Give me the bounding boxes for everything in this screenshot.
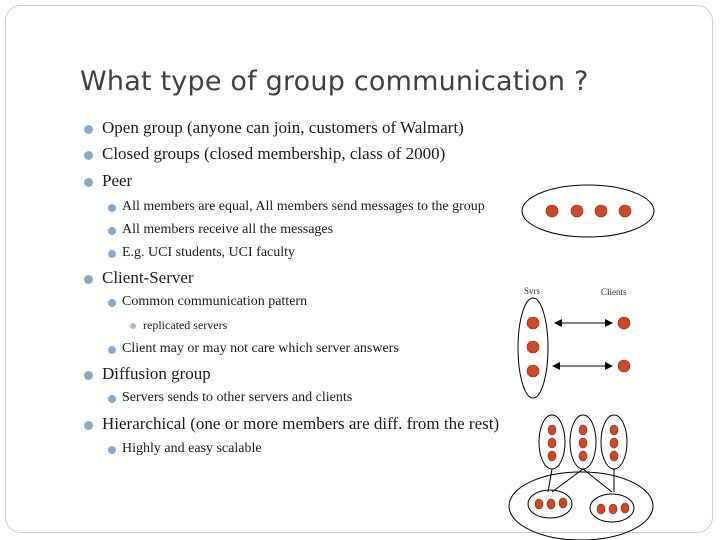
member-node: [578, 424, 588, 436]
bullet-icon: [84, 371, 93, 380]
peer-node: [570, 204, 584, 218]
bullet-peer-equal: All members are equal, All members send …: [122, 199, 485, 214]
bullet-icon: [84, 421, 93, 430]
client-server-diagram: Svrs Clients: [517, 286, 631, 399]
bullet-icon: [108, 395, 116, 403]
client-node: [617, 316, 631, 330]
clients-label: Clients: [601, 287, 627, 297]
bullet-peer-eg: E.g. UCI students, UCI faculty: [122, 245, 296, 260]
member-node: [609, 437, 619, 449]
bullet-icon: [108, 204, 116, 212]
bullet-icon: [84, 151, 93, 160]
bullet-hier-sub: Highly and easy scalable: [122, 441, 262, 456]
member-node: [546, 498, 556, 510]
slide-title: What type of group communication ?: [80, 66, 589, 97]
member-node: [620, 502, 630, 514]
member-node: [578, 450, 588, 462]
peer-node: [545, 204, 559, 218]
peer-node: [594, 204, 608, 218]
bullet-diffusion: Diffusion group: [102, 364, 211, 383]
bullet-icon: [108, 250, 116, 258]
member-node: [609, 450, 619, 462]
bullet-diffusion-sub: Servers sends to other servers and clien…: [122, 390, 353, 405]
bullet-closed-groups: Closed groups (closed membership, class …: [102, 144, 446, 163]
member-node: [558, 497, 568, 509]
bullet-peer-receive: All members receive all the messages: [122, 222, 334, 237]
server-node: [526, 364, 540, 378]
bullet-open-group: Open group (anyone can join, customers o…: [102, 118, 464, 137]
hierarchical-diagram: [508, 414, 654, 540]
member-node: [534, 498, 544, 510]
member-node: [547, 450, 557, 462]
bullet-cs-replicated: replicated servers: [143, 318, 228, 332]
member-node: [608, 503, 618, 515]
bullet-icon: [108, 346, 116, 354]
slide-frame: [5, 5, 713, 533]
member-node: [547, 437, 557, 449]
bullet-cs-pattern: Common communication pattern: [122, 294, 308, 309]
bullet-client-server: Client-Server: [102, 268, 194, 287]
bullet-peer: Peer: [102, 171, 133, 190]
client-node: [617, 359, 631, 373]
bullet-icon: [108, 299, 116, 307]
bullet-icon: [84, 125, 93, 134]
bullet-icon: [108, 446, 116, 454]
member-node: [547, 424, 557, 436]
bullet-icon: [84, 178, 93, 187]
bullet-icon: [108, 227, 116, 235]
peer-group-diagram: [521, 184, 655, 238]
peer-node: [618, 204, 632, 218]
bullet-icon: [130, 323, 136, 329]
server-node: [526, 340, 540, 354]
bullet-hierarchical: Hierarchical (one or more members are di…: [102, 414, 500, 433]
member-node: [596, 503, 606, 515]
bullet-icon: [84, 275, 93, 284]
bullet-cs-care: Client may or may not care which server …: [122, 341, 399, 356]
servers-label: Svrs: [524, 286, 541, 296]
server-node: [526, 316, 540, 330]
member-node: [609, 424, 619, 436]
member-node: [578, 437, 588, 449]
